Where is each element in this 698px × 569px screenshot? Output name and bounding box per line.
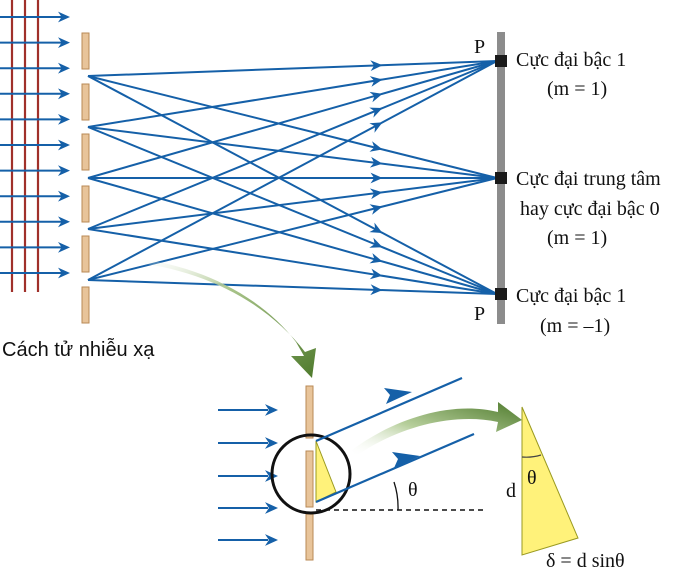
ray-3 [87, 75, 498, 295]
incident-arrow-head-7 [58, 165, 70, 176]
incident-arrow-head-4 [58, 88, 70, 100]
detail-path-triangle [315, 440, 337, 503]
diffracted-rays [87, 60, 498, 296]
detail-arrow-head-1 [265, 404, 278, 416]
ray-arrow-6 [369, 237, 383, 248]
incident-arrow-head-2 [58, 37, 70, 48]
grating-slat-3 [81, 133, 90, 171]
label-max1-top-order: (m = 1) [547, 78, 607, 100]
incident-arrow-head-5 [58, 114, 70, 125]
ray-15 [87, 279, 498, 295]
triangle-theta-label: θ [527, 467, 537, 489]
detail-incident-arrows [218, 404, 278, 546]
detail-arrow-head-4 [265, 502, 278, 514]
incident-arrow-head-11 [58, 267, 70, 279]
grating-slat-5 [81, 235, 90, 273]
detail-arrow-head-5 [265, 534, 278, 546]
detail-ray-bottom [315, 432, 475, 504]
triangle-d-label: d [506, 480, 516, 502]
grating-slat-4 [81, 185, 90, 223]
label-central-order: (m = 1) [547, 227, 607, 249]
ray-arrow-7 [369, 91, 383, 103]
incident-arrow-head-1 [58, 11, 70, 23]
path-difference-triangle: θ d [506, 406, 579, 556]
ray-arrow-15 [370, 284, 383, 296]
incident-arrows [0, 11, 70, 279]
incident-arrow-head-9 [58, 216, 70, 228]
zoom-arrow-small [352, 402, 522, 456]
label-central-line1: Cực đại trung tâm [516, 168, 661, 190]
path-difference-formula: δ = d sinθ [546, 550, 625, 569]
ray-7 [87, 60, 498, 179]
detail-ray-top-head [384, 388, 412, 404]
ray-13 [87, 60, 498, 281]
ray-arrow-3 [369, 222, 383, 233]
incident-arrow-head-3 [58, 62, 70, 74]
screen-mark-top [495, 55, 507, 67]
ray-5 [87, 126, 498, 179]
detail-slat-3 [305, 513, 314, 561]
ray-arrow-14 [369, 204, 383, 215]
triangle-shape [521, 406, 579, 556]
incident-arrow-head-8 [58, 190, 70, 202]
screen-mark-center [495, 172, 507, 184]
zoom-arrow [128, 258, 316, 378]
label-max1-bottom-order: (m = –1) [540, 315, 610, 337]
label-central-line2: hay cực đại bậc 0 [520, 198, 660, 220]
grating-slat-6 [81, 286, 90, 324]
ray-10 [87, 60, 498, 230]
ray-arrow-5 [369, 156, 383, 168]
ray-arrow-13 [369, 122, 383, 133]
ray-11 [87, 177, 498, 230]
incident-arrow-head-10 [58, 242, 70, 253]
ray-9 [87, 177, 498, 295]
grating-slat-2 [81, 83, 90, 121]
ray-12 [87, 228, 498, 295]
slit-detail: θ [218, 376, 484, 561]
label-max1-top-title: Cực đại bậc 1 [516, 49, 626, 71]
ray-6 [87, 126, 498, 295]
theta-angle-label: θ [408, 479, 418, 501]
ray-arrow-9 [369, 253, 383, 264]
ray-4 [87, 60, 498, 128]
magnifier-circle [270, 433, 352, 515]
ray-arrow-4 [369, 76, 383, 87]
ray-arrow-10 [369, 107, 383, 118]
ray-2 [87, 75, 498, 179]
ray-arrow-1 [370, 60, 383, 71]
ray-14 [87, 177, 498, 281]
ray-arrow-11 [369, 188, 383, 200]
label-max1-bottom-title: Cực đại bậc 1 [516, 285, 626, 307]
ray-1 [87, 60, 498, 77]
ray-arrow-2 [369, 141, 383, 152]
detail-arrow-head-2 [265, 437, 278, 449]
ray-arrow-12 [369, 268, 383, 280]
label-grating: Cách tử nhiễu xạ [2, 338, 155, 361]
detail-ray-top [315, 376, 463, 443]
screen-mark-bottom [495, 288, 507, 300]
detail-slat-1 [305, 385, 314, 439]
incident-arrow-head-6 [58, 139, 70, 151]
grating-slat-1 [81, 32, 90, 70]
detail-ray-bottom-head [392, 452, 420, 468]
screen [495, 32, 507, 324]
detail-slat-2 [305, 450, 314, 508]
ray-arrow-8 [370, 172, 383, 184]
diffraction-grating [81, 32, 90, 324]
point-label-bottom: P [474, 303, 485, 325]
point-label-top: P [474, 36, 485, 58]
theta-arc [393, 481, 399, 511]
triangle-angle-arc [521, 454, 542, 458]
